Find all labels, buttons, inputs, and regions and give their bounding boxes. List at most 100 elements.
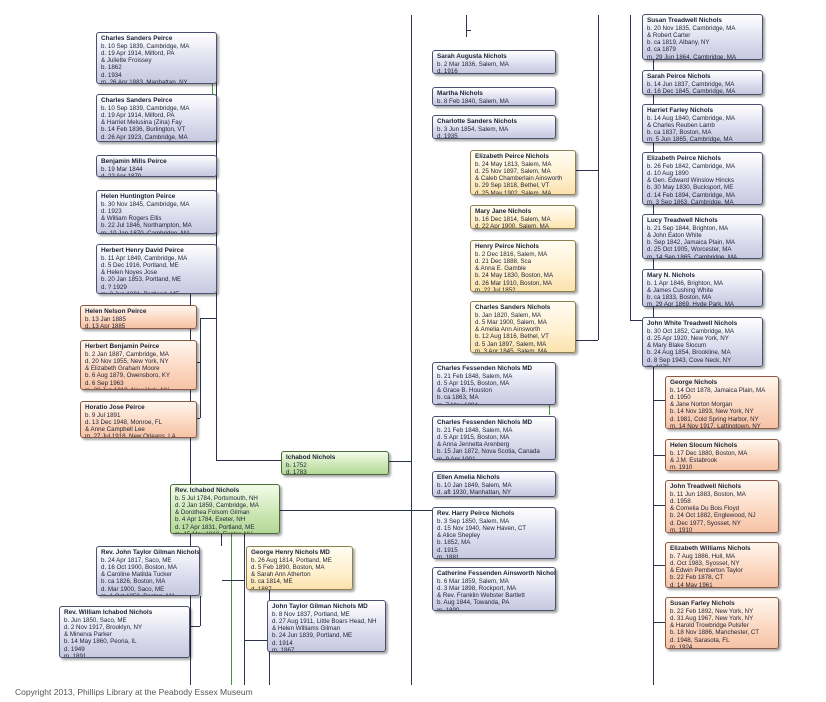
person-detail: b. 10 Sep 1839, Cambridge, MA	[101, 42, 190, 50]
person-detail: d. 14 May 1961	[670, 581, 713, 588]
person-detail: d. 10 Aug 1890	[647, 170, 689, 177]
person-name: Mary Jane Nichols	[475, 208, 532, 215]
person-detail: b. 29 Sep 1818, Bethel, VT	[475, 182, 550, 190]
person-detail: b. 14 Oct 1878, Jamaica Plain, MA	[670, 386, 766, 394]
person-detail: m. 14 Nov 1917, Lattingtown, NY	[670, 422, 761, 429]
person-name: Rev. Harry Peirce Nichols	[437, 510, 515, 517]
person-name: Ellen Amelia Nichols	[437, 474, 500, 481]
person-detail: d. 19 Apr 1914, Milford, PA	[101, 50, 175, 57]
connector-line	[196, 418, 200, 419]
person-detail: & Grace B. Houston	[437, 387, 493, 395]
person-detail: m. 5 Jun 1865, Cambridge, MA	[647, 136, 733, 143]
person-detail: d. Oct 1983, Syosset, NY	[670, 560, 740, 567]
person-detail: b. 22 Jul 1846, Northampton, MA	[101, 222, 192, 230]
person-detail: m. 1891	[64, 652, 87, 658]
person-name: Ichabod Nichols	[286, 454, 336, 461]
person-detail: m. 1867	[272, 646, 295, 652]
connector-line	[598, 15, 599, 340]
person-detail: b. 6 Aug 1879, Owensboro, KY	[85, 372, 170, 380]
person-detail: & Elizabeth Graham Moore	[85, 365, 160, 373]
person-detail: m. 1 Oct 1850, Boston, MA	[101, 593, 195, 595]
person-name: Elizabeth Peirce Nichols	[647, 155, 721, 162]
person-detail: b. 19 Mar 1844	[101, 165, 143, 173]
person-detail: d. 1949	[64, 645, 85, 653]
person-name: George Nichols	[670, 379, 718, 386]
person-name: Herbert Benjamin Peirce	[85, 343, 160, 350]
person-detail: & Caleb Chamberlain Ainsworth	[475, 175, 563, 183]
person-detail: m. 16 Oct 1862	[101, 141, 212, 142]
connector-line	[412, 510, 432, 511]
person-detail: d. 5 Apr 1915, Boston, MA	[437, 434, 510, 441]
person-detail: b. 22 Feb 1878, CT	[670, 574, 724, 582]
person-detail: & Amelia Ann Ainsworth	[475, 326, 541, 334]
person-detail: b. 14 May 1860, Peoria, IL	[64, 638, 137, 646]
person-detail: m. 1924	[670, 643, 693, 649]
person-detail: b. 24 Oct 1882, Englewood, NJ	[670, 512, 756, 520]
connector-line	[212, 84, 213, 94]
connector-line	[630, 15, 631, 320]
person-detail: d. 15 Nov 1940, New Haven, CT	[437, 525, 527, 532]
person-detail: d. 8 Sep 1943, Cove Neck, NY	[647, 356, 732, 364]
person-name: John White Treadwell Nichols	[647, 320, 738, 327]
person-detail: d. 1915	[437, 546, 458, 554]
person-name: Charles Sanders Peirce	[101, 35, 173, 42]
person-detail: m. 29 Apr 1869, Hyde Park, MA	[647, 301, 735, 307]
person-detail: d. 6 Sep 1963	[85, 379, 124, 387]
connector-line	[200, 318, 216, 319]
person-detail: d. 25 May 1902, Salem, MA	[475, 189, 552, 195]
person-detail: b. 24 Apr 1817, Saco, ME	[101, 556, 172, 564]
person-detail: b. 5 Jul 1784, Portsmouth, NH	[175, 494, 258, 502]
person-detail: b. 30 Nov 1845, Cambridge, MA	[101, 200, 190, 208]
person-detail: m. 14 Sep 1865, Cambridge, MA	[647, 253, 738, 259]
person-detail: d. 2 Jan 1859, Cambridge, MA	[175, 502, 259, 509]
person-detail: d. 1914	[272, 639, 293, 647]
connector-line	[466, 30, 471, 31]
connector-line	[653, 505, 665, 506]
person-detail: b. 15 Jan 1872, Nova Scotia, Canada	[437, 448, 540, 456]
person-detail: d. 1948, Sarasota, FL	[670, 636, 730, 644]
connector-line	[280, 510, 411, 511]
person-detail: b. 1 Apr 1846, Brighton, MA	[647, 279, 724, 287]
person-detail: b. 1752	[286, 461, 307, 469]
person-detail: m. 1881	[437, 553, 460, 559]
person-detail: b. 7 Aug 1886, Hull, MA	[670, 552, 736, 560]
